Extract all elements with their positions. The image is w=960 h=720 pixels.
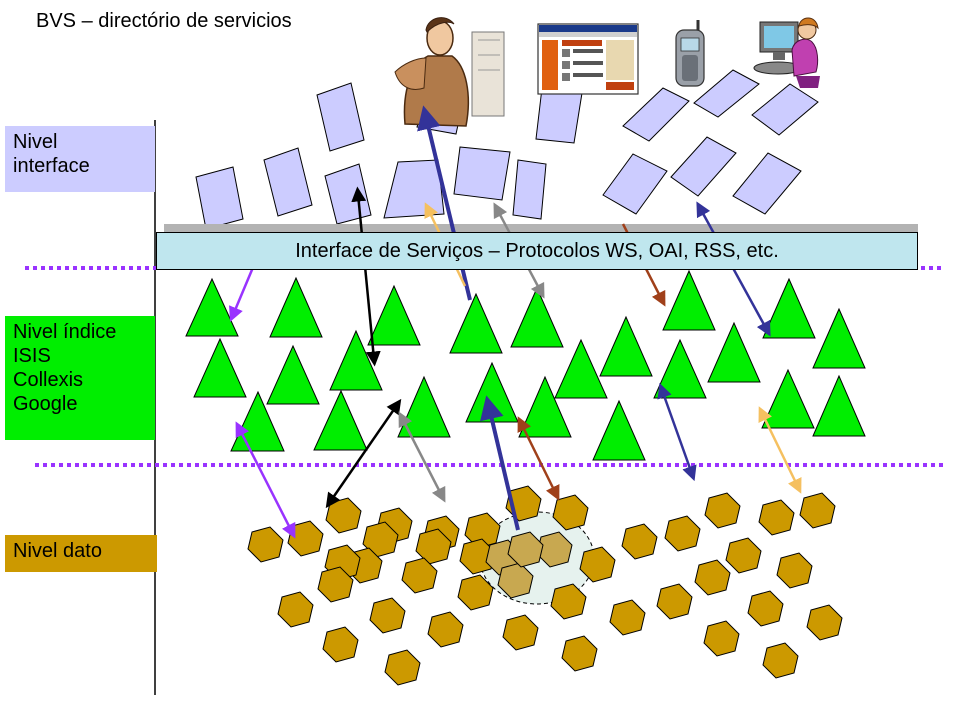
data-hexagon (579, 546, 616, 583)
data-hexagon (552, 494, 589, 531)
level-label-line: interface (13, 155, 90, 177)
mobile-phone-icon (675, 20, 705, 87)
data-hexagon (287, 520, 324, 557)
data-hexagon (459, 538, 496, 575)
data-hexagon (694, 559, 731, 596)
interface-document (512, 159, 547, 220)
arrow-orange-index-data (758, 406, 802, 494)
index-triangle (269, 276, 323, 338)
index-triangle (662, 269, 716, 331)
interface-document (693, 69, 760, 118)
data-hexagon (621, 523, 658, 560)
level-label-line: ISIS (13, 345, 51, 367)
interface-document (602, 153, 668, 215)
index-triangle (554, 338, 608, 399)
index-triangle (653, 338, 707, 399)
data-hexagon (609, 599, 646, 636)
interface-document (670, 136, 737, 197)
data-hexagon (277, 591, 314, 628)
level-label-line: Google (13, 393, 78, 415)
data-hexagon (427, 611, 464, 648)
data-hexagon (415, 528, 452, 565)
data-hexagon (762, 642, 799, 679)
arrow-purple-index-data (235, 421, 296, 539)
index-triangle (761, 368, 815, 429)
arrow-black-index-data (325, 398, 402, 509)
arrow-blue-index-data-right (657, 382, 697, 482)
page-title: BVS – directório de servicios (36, 10, 292, 32)
data-hexagon (747, 590, 784, 627)
data-hexagon (457, 574, 494, 611)
web-page-screenshot-icon (537, 23, 639, 95)
woman-at-computer-icon (753, 17, 820, 88)
interface-document (535, 87, 583, 144)
data-hexagon (656, 583, 693, 620)
data-hexagon (502, 614, 539, 651)
arrow-gray-index-data (398, 411, 446, 503)
interface-document (751, 83, 819, 136)
interface-document (195, 166, 244, 230)
interface-document (316, 82, 365, 152)
index-triangle (367, 284, 421, 346)
data-hexagon (725, 537, 762, 574)
data-level-hexagons (247, 485, 843, 686)
index-triangle (812, 307, 866, 369)
index-triangle (510, 286, 564, 348)
index-triangle (313, 389, 368, 451)
services-interface-bar: Interface de Serviços – Protocolos WS, O… (156, 232, 918, 270)
data-hexagon (664, 515, 701, 552)
interface-document (383, 159, 445, 219)
level-label-data: Nivel dato (5, 535, 157, 572)
data-hexagon (322, 626, 359, 663)
index-triangle (707, 321, 761, 383)
data-hexagon (362, 521, 399, 558)
level-label-line: Collexis (13, 369, 84, 391)
level-label-index: Nivel índice ISIS Collexis Google (5, 316, 155, 440)
data-hexagon (384, 649, 421, 686)
level-label-line: Nivel índice (13, 321, 117, 343)
interface-document (453, 146, 511, 201)
data-hexagon (799, 492, 836, 529)
arrow-brown-index-data (517, 416, 560, 501)
interface-level-documents (195, 69, 819, 230)
arrow-black-interface-index (351, 186, 381, 367)
index-triangle (266, 344, 320, 405)
index-triangle (812, 374, 866, 437)
index-triangle (449, 292, 503, 354)
index-triangle (599, 315, 653, 377)
index-triangle (193, 337, 247, 398)
level-label-line: Nivel (13, 131, 58, 153)
arrow-blue-data-index (480, 395, 520, 531)
data-hexagon (776, 552, 813, 589)
level-label-interface: Nivel interface (5, 126, 155, 192)
data-hexagon (401, 557, 438, 594)
interface-document (263, 147, 313, 217)
selected-hexagon (507, 531, 544, 568)
index-triangle (592, 399, 646, 461)
interface-document (622, 87, 690, 142)
selected-hexagons (485, 531, 573, 599)
data-hexagon (369, 597, 406, 634)
data-hexagon (317, 566, 354, 603)
data-hexagon (247, 526, 284, 563)
data-hexagon (703, 620, 740, 657)
data-hexagon (704, 492, 741, 529)
index-triangle (762, 277, 816, 339)
user-at-computer-icon (394, 17, 505, 127)
data-hexagon (325, 497, 362, 534)
data-hexagon (561, 635, 598, 672)
interface-document (324, 163, 372, 225)
data-hexagon (758, 499, 795, 536)
index-triangle (185, 277, 239, 337)
data-hexagon (550, 583, 587, 620)
data-hexagon (806, 604, 843, 641)
interface-document (732, 152, 802, 215)
